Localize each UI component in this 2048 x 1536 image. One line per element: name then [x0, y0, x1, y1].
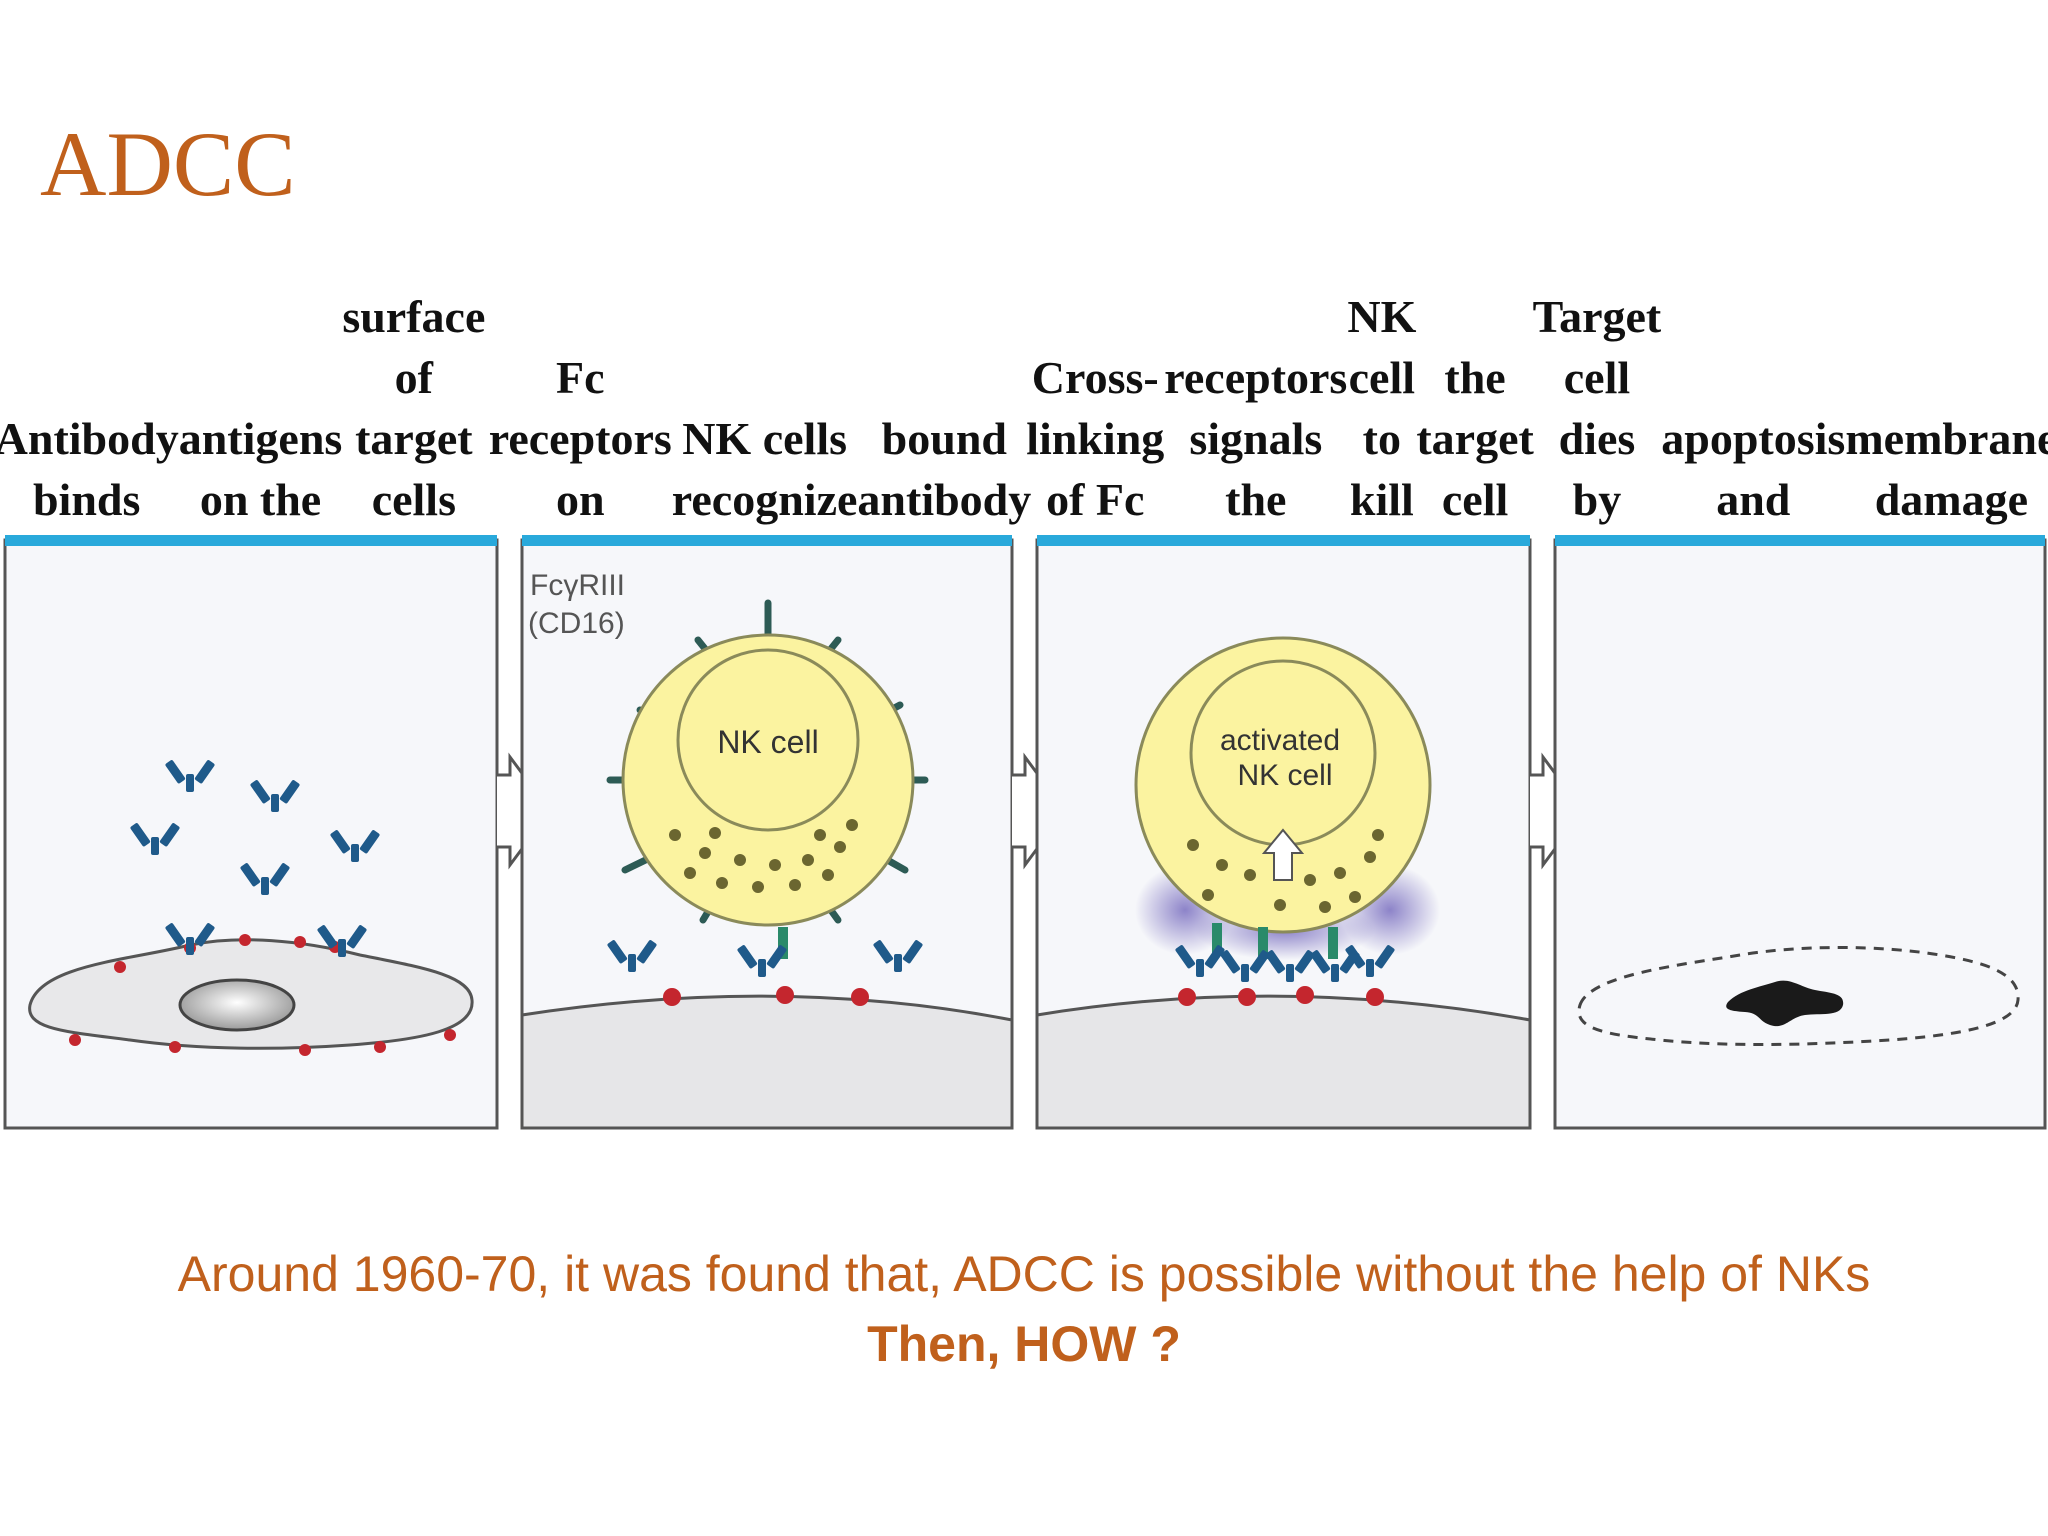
panel-1	[3, 535, 499, 1130]
activated-nk-cell-icon	[1134, 636, 1432, 934]
footer-text: Around 1960-70, it was found that, ADCC …	[177, 1246, 1871, 1302]
arrow-up-icon	[1261, 828, 1305, 881]
antigen-icon	[663, 988, 681, 1006]
nucleus-icon	[178, 978, 296, 1032]
footer-question: Then, HOW ?	[867, 1316, 1181, 1372]
adcc-diagram: NK cell FcγRIII (CD16) activated NK cell	[3, 535, 2047, 1130]
receptor-label: FcγRIII	[530, 569, 625, 602]
nk-cell-icon	[621, 633, 915, 927]
nk-cell-label: NK cell	[717, 724, 818, 760]
panel-4	[1553, 535, 2047, 1130]
activated-label-line1: activated	[1220, 724, 1340, 757]
receptor-alt-label: (CD16)	[528, 607, 625, 640]
condensed-nucleus	[1726, 980, 1844, 1027]
dead-cell-outline	[1577, 946, 2020, 1047]
panel-3: activated NK cell	[1035, 535, 1532, 1130]
activated-label-line2: NK cell	[1237, 759, 1332, 792]
slide-title: ADCC	[40, 113, 296, 215]
panel-2: NK cell FcγRIII (CD16)	[520, 535, 1014, 1130]
